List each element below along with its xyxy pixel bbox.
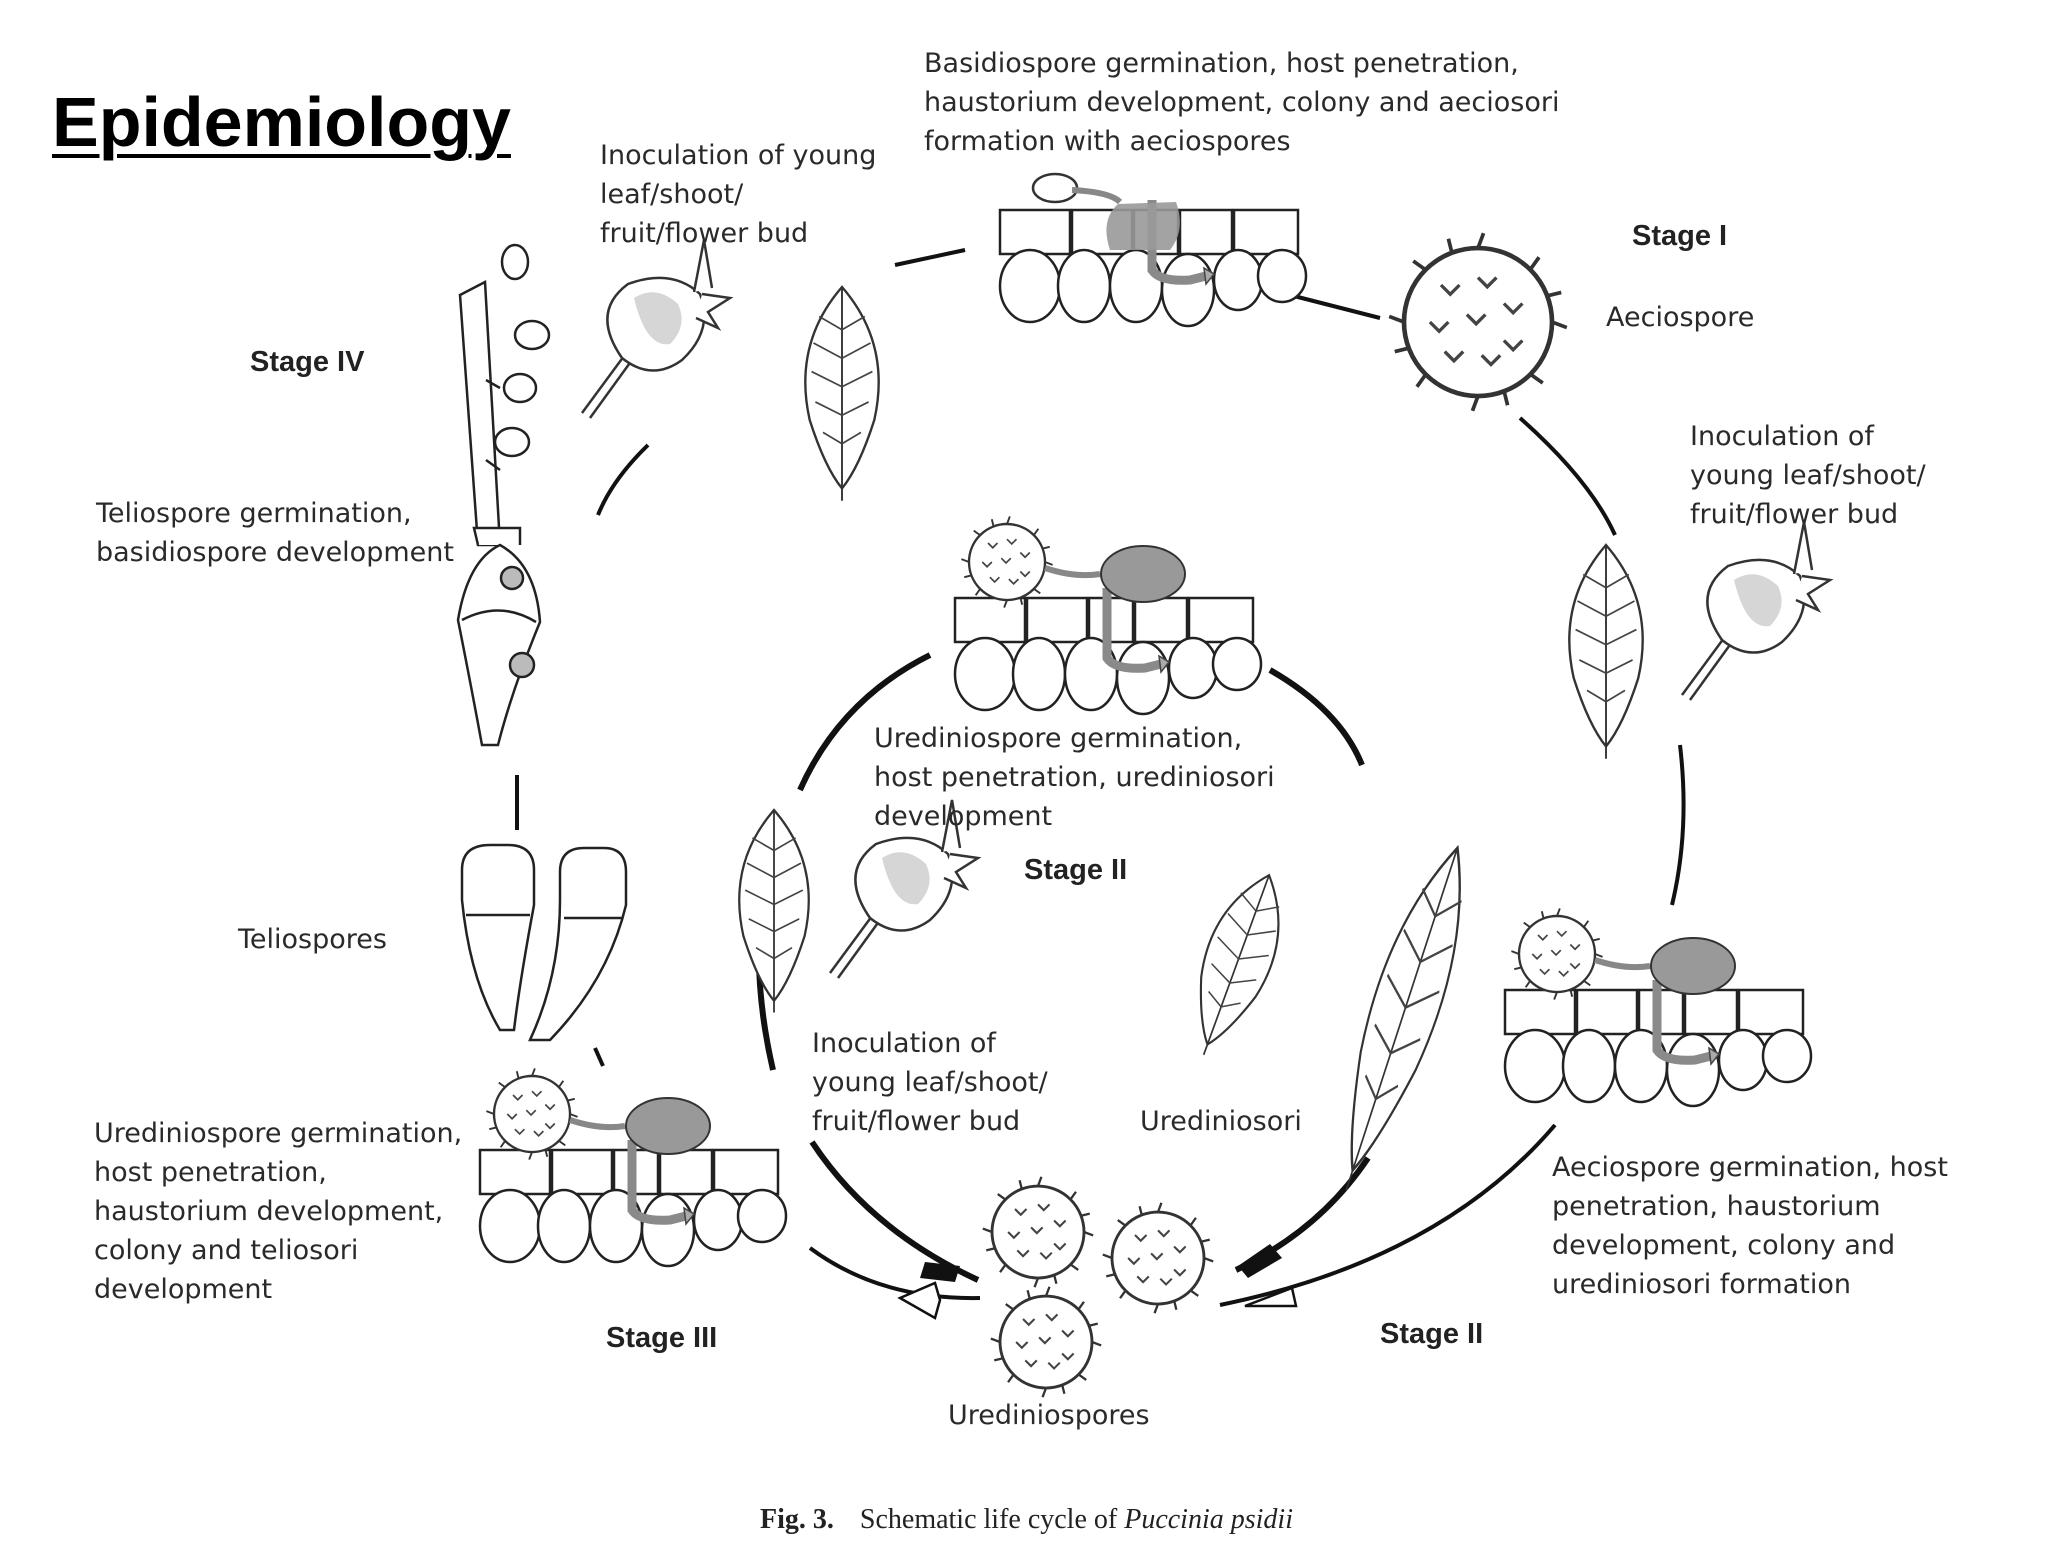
flower-bud-right — [1680, 520, 1832, 702]
flower-bud-top — [580, 238, 732, 420]
basidiospore-tissue-top — [1000, 172, 1306, 326]
leaf-urediniosori-small — [1171, 862, 1301, 1068]
teliospores-label: Teliospores — [238, 924, 387, 955]
urediniospores-label: Urediniospores — [948, 1400, 1150, 1431]
teliospore-pair — [460, 843, 628, 1042]
inner-cycle-arcs — [755, 652, 1371, 1283]
caption-species: Puccinia psidii — [1124, 1504, 1293, 1535]
aeciospore-tissue-right — [1505, 907, 1811, 1106]
leaf-right — [1568, 543, 1644, 760]
life-cycle-diagram — [456, 172, 1832, 1399]
urediniospore-tissue-left — [480, 1067, 786, 1266]
stage-2-right-label: Stage II — [1380, 1318, 1484, 1350]
aeciospore-spore — [1389, 233, 1567, 411]
leaf-urediniosori-long — [1313, 835, 1491, 1203]
urediniospore-germination-left-label: Urediniospore germination, host penetrat… — [94, 1118, 463, 1305]
slide-title: Epidemiology — [52, 83, 511, 161]
basidium — [456, 243, 551, 747]
inoculation-right-label: Inoculation of young leaf/shoot/ fruit/f… — [1690, 421, 1926, 530]
slide: Epidemiology — [52, 48, 1948, 1535]
stage-3-label: Stage III — [606, 1322, 718, 1354]
stage-2-center-label: Stage II — [1024, 854, 1128, 886]
aeciospore-label: Aeciospore — [1606, 302, 1755, 333]
cycle-arrows — [897, 1244, 1298, 1320]
stage-1-label: Stage I — [1632, 220, 1728, 252]
leaf-top — [804, 285, 880, 502]
teliospore-germination-label: Teliospore germination, basidiospore dev… — [96, 498, 454, 568]
urediniospore-1 — [981, 1175, 1095, 1289]
figure-number: Fig. 3. — [760, 1504, 834, 1535]
urediniospore-tissue-center — [955, 515, 1261, 714]
figure-caption: Fig. 3. Schematic life cycle of Puccinia … — [732, 1472, 1293, 1568]
urediniosori-label: Urediniosori — [1140, 1106, 1302, 1137]
urediniospore-germination-center-label: Urediniospore germination, host penetrat… — [874, 723, 1275, 832]
urediniospore-2 — [1101, 1201, 1215, 1315]
inoculation-center-label: Inoculation of young leaf/shoot/ fruit/f… — [812, 1028, 1048, 1137]
leaf-center — [738, 808, 810, 1014]
urediniospore-3 — [989, 1285, 1103, 1399]
stage-4-label: Stage IV — [250, 346, 365, 378]
inoculation-top-label: Inoculation of young leaf/shoot/ fruit/f… — [600, 140, 877, 249]
aeciospore-germination-label: Aeciospore germination, host penetration… — [1552, 1152, 1948, 1300]
caption-text: Schematic life cycle of — [859, 1504, 1125, 1535]
outer-cycle-arcs — [515, 248, 1686, 1307]
basidiospore-germination-label: Basidiospore germination, host penetrati… — [924, 48, 1560, 157]
